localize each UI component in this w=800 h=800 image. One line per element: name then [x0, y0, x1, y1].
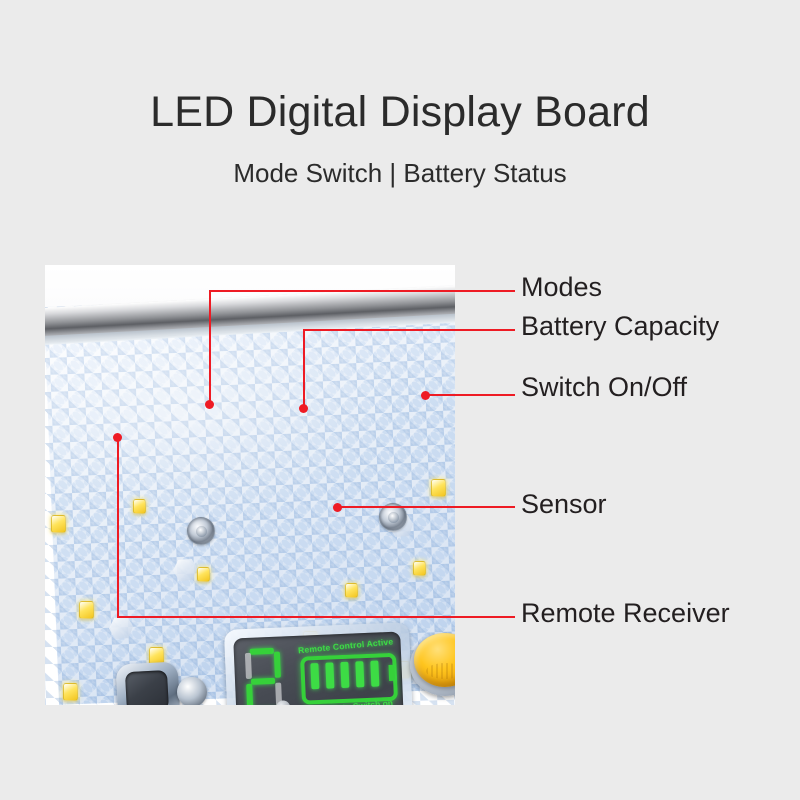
smd-led-chip	[197, 567, 210, 582]
battery-icon-terminal	[388, 664, 396, 682]
digital-display-module: Remote Control Active Press 3s to Switch…	[223, 622, 414, 705]
callout-dot-switch	[421, 391, 430, 400]
smd-led-chip	[63, 683, 78, 701]
page-title: LED Digital Display Board	[150, 88, 650, 136]
page-subtitle: Mode Switch | Battery Status	[233, 158, 567, 188]
remote-receiver-module	[115, 661, 181, 705]
smd-led-chip	[79, 601, 94, 619]
callout-dot-modes	[205, 400, 214, 409]
battery-bar	[355, 661, 365, 688]
callout-line-modes-horizontal	[209, 290, 515, 292]
callout-dot-receiver	[113, 433, 122, 442]
product-photo: Remote Control Active Press 3s to Switch…	[45, 265, 455, 705]
callout-label-battery-capacity: Battery Capacity	[521, 311, 720, 341]
battery-bar	[325, 662, 335, 689]
callout-line-sensor	[337, 506, 515, 508]
segment-a	[249, 647, 274, 655]
callout-line-switch	[425, 394, 515, 396]
battery-bar	[310, 662, 320, 690]
segment-e	[246, 683, 254, 705]
smd-led-chip	[133, 499, 146, 514]
callout-label-remote-receiver: Remote Receiver	[521, 598, 730, 628]
segment-b	[273, 651, 281, 678]
callout-label-sensor: Sensor	[521, 489, 607, 519]
lens-crystal	[109, 617, 133, 639]
smd-led-chip	[431, 479, 446, 497]
segment-g	[250, 677, 276, 685]
receiver-clip	[177, 677, 207, 705]
segment-f	[244, 652, 252, 680]
display-face: Remote Control Active Press 3s to Switch…	[233, 631, 404, 705]
smd-led-chip	[51, 515, 66, 533]
callout-label-switch-on-off: Switch On/Off	[521, 372, 688, 402]
callout-line-receiver-vertical	[117, 437, 119, 618]
seven-segment-digit	[243, 646, 286, 705]
indicator-dot	[275, 700, 291, 705]
callout-dot-battery	[299, 404, 308, 413]
callout-line-modes-vertical	[209, 290, 211, 404]
battery-bar	[370, 660, 380, 687]
power-switch-button[interactable]	[414, 633, 455, 687]
callout-line-receiver-horizontal	[117, 616, 515, 618]
smd-led-chip	[345, 583, 358, 598]
smd-led-chip	[413, 561, 426, 576]
callout-line-battery-vertical	[303, 329, 305, 408]
mount-screw	[187, 517, 215, 545]
callout-label-modes: Modes	[521, 272, 603, 302]
battery-bar	[340, 661, 350, 689]
callout-dot-sensor	[333, 503, 342, 512]
callout-line-battery-horizontal	[303, 329, 515, 331]
lens-crystal	[173, 559, 197, 581]
